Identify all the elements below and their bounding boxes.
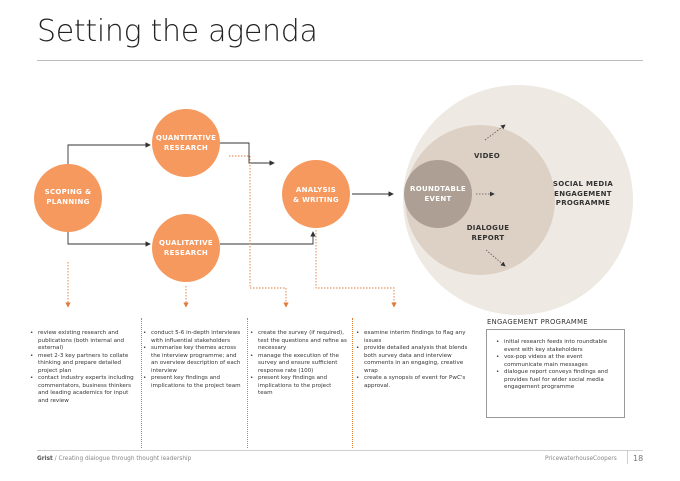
list-item: vox-pop videos at the event communicate … [496, 354, 618, 369]
qualitative-tasks: conduct 5-6 in-depth interviews with inf… [143, 330, 242, 390]
quantitative-circle [152, 109, 220, 177]
analysis-circle [282, 160, 350, 228]
list-item: present key findings and implications to… [250, 375, 347, 398]
list-item: dialogue report conveys findings and pro… [496, 369, 618, 392]
connector-quantitative-analysis [220, 142, 275, 166]
footer-tagline: Grist / Creating dialogue through though… [37, 456, 191, 462]
ring-inner [404, 160, 472, 228]
list-item: present key findings and implications to… [143, 375, 242, 390]
qualitative-circle [152, 214, 220, 282]
list-item: create the survey (if required), test th… [250, 330, 347, 353]
scoping-tasks: review existing research and publication… [30, 330, 140, 405]
list-item: review existing research and publication… [30, 330, 140, 353]
scoping-circle [34, 164, 102, 232]
page-title: Setting the agenda [37, 14, 318, 49]
list-item: create a synopsis of event for PwC's app… [356, 375, 470, 390]
list-item: conduct 5-6 in-depth interviews with inf… [143, 330, 242, 345]
video-label: VIDEO [473, 152, 501, 160]
connector-qualitative-analysis [220, 231, 316, 245]
connector-scoping-quantitative [67, 142, 151, 170]
analysis-tasks: examine interim findings to flag any iss… [356, 330, 470, 390]
list-item: contact industry experts including comme… [30, 375, 140, 405]
title-divider [37, 60, 643, 61]
footer-brand: Grist [37, 456, 53, 462]
quantitative-tasks: create the survey (if required), test th… [250, 330, 347, 398]
page-number-divider [627, 450, 628, 464]
guide-analysis [315, 230, 397, 308]
list-item: examine interim findings to flag any iss… [356, 330, 470, 345]
footer-tagline-text: / Creating dialogue through thought lead… [52, 456, 192, 462]
list-item: meet 2-3 key partners to collate thinkin… [30, 353, 140, 376]
analysis-label: ANALYSIS& WRITING [293, 186, 339, 204]
footer-divider [37, 450, 643, 451]
footer-company: PricewaterhouseCoopers [545, 456, 617, 462]
arrow-roundtable-video [484, 124, 506, 141]
arrow-roundtable-dialogue [485, 249, 506, 267]
page-number: 18 [633, 454, 644, 463]
engagement-title: ENGAGEMENT PROGRAMME [487, 318, 588, 326]
list-item: provide detailed analysis that blends bo… [356, 345, 470, 375]
column-divider [247, 318, 248, 448]
list-item: initial research feeds into roundtable e… [496, 339, 618, 354]
scoping-label: SCOPING &PLANNING [44, 188, 92, 206]
column-divider [141, 318, 142, 448]
guide-quantitative [229, 155, 289, 308]
list-item: manage the execution of the survey and e… [250, 353, 347, 376]
column-divider [352, 318, 353, 448]
engagement-box: initial research feeds into roundtable e… [486, 329, 625, 418]
list-item: summarise key themes across the intervie… [143, 345, 242, 375]
